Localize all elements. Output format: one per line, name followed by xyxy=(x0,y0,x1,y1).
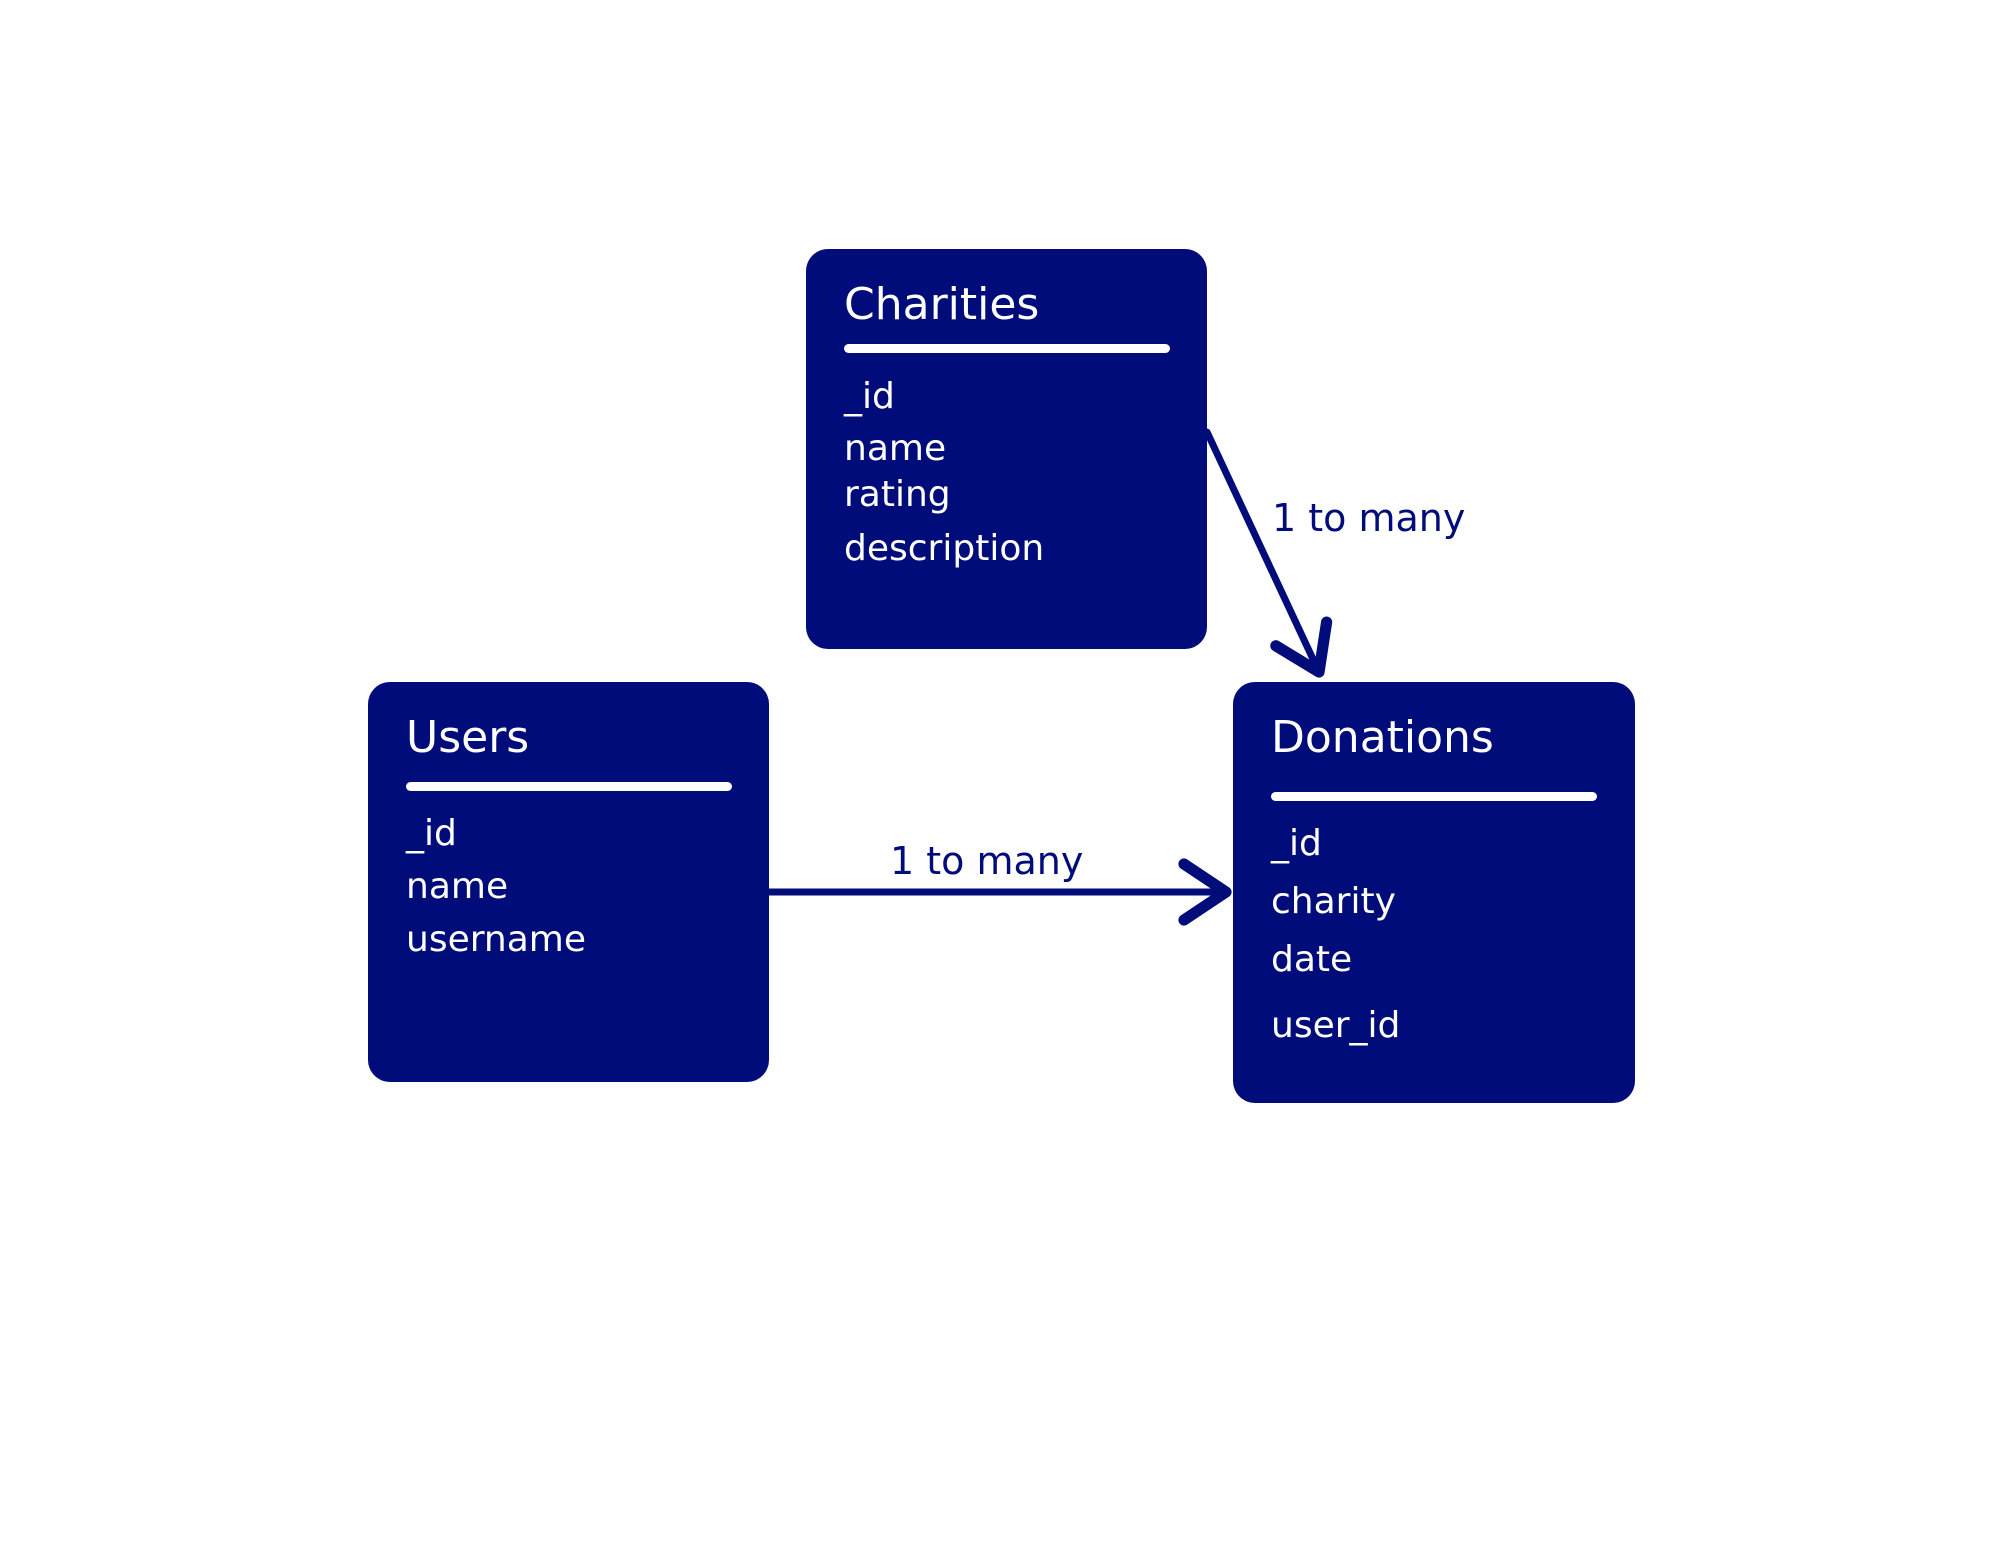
charities-to-donations-arrow xyxy=(1203,428,1333,678)
users-field-name: name xyxy=(406,866,509,907)
donations-title: Donations xyxy=(1271,712,1494,763)
charities-field-name: name xyxy=(844,428,947,469)
users-title: Users xyxy=(406,712,530,763)
charities-field-description: description xyxy=(844,528,1045,569)
charities-title-divider xyxy=(844,344,1170,353)
users-title-divider xyxy=(406,782,732,791)
donations-field-id: _id xyxy=(1271,823,1322,864)
charities-donations-relationship-label: 1 to many xyxy=(1272,496,1466,540)
users-field-id: _id xyxy=(406,813,457,854)
users-field-username: username xyxy=(406,919,586,960)
donations-field-user-id: user_id xyxy=(1271,1005,1401,1046)
users-entity-box: Users _id name username xyxy=(368,682,769,1082)
charities-field-id: _id xyxy=(844,376,895,417)
donations-field-charity: charity xyxy=(1271,881,1396,922)
donations-field-date: date xyxy=(1271,939,1353,980)
charities-title: Charities xyxy=(844,279,1040,330)
donations-entity-box: Donations _id charity date user_id xyxy=(1233,682,1635,1103)
users-donations-relationship-label: 1 to many xyxy=(890,839,1084,883)
donations-title-divider xyxy=(1271,792,1597,801)
charities-field-rating: rating xyxy=(844,474,951,515)
charities-entity-box: Charities _id name rating description xyxy=(806,249,1207,649)
